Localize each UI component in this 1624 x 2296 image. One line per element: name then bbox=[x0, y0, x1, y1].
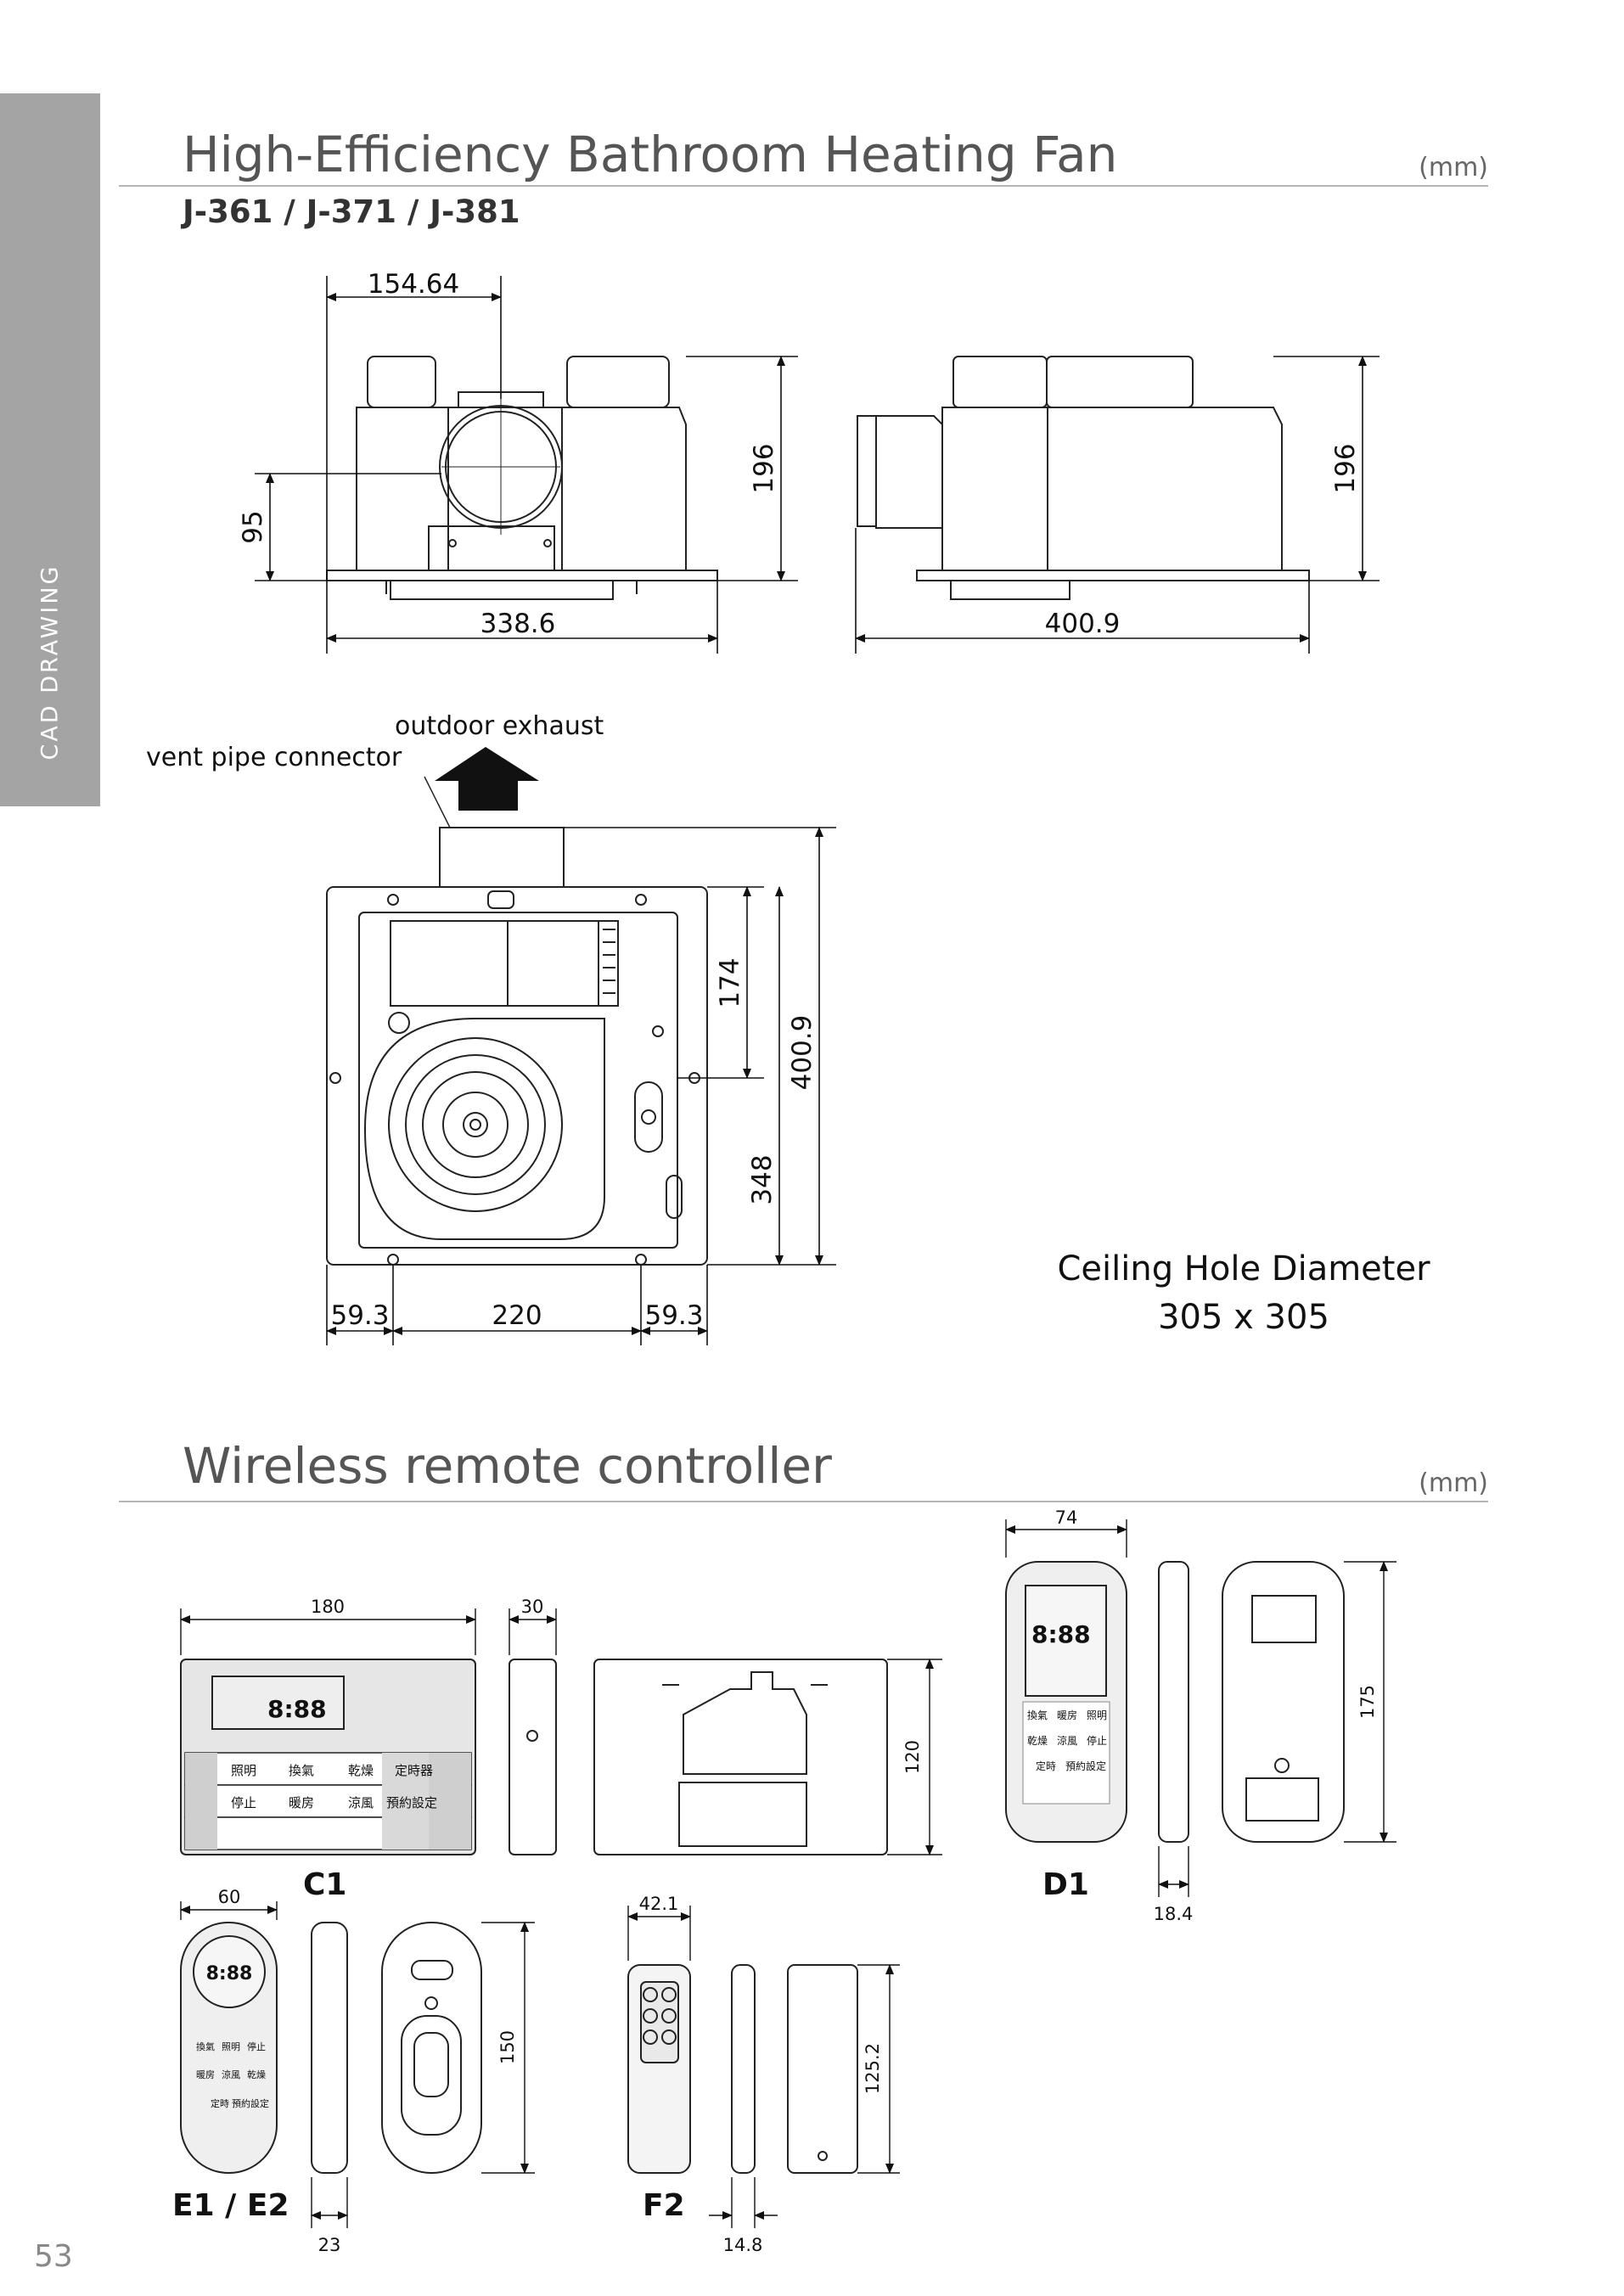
d1-btn-6: 停止 bbox=[1087, 1734, 1107, 1747]
e-btn-1: 換氣 bbox=[196, 2041, 215, 2052]
d1-btn-3: 照明 bbox=[1087, 1709, 1107, 1721]
unit-label-remote: (mm) bbox=[1419, 1468, 1488, 1498]
f2-dim-depth: 14.8 bbox=[723, 2235, 763, 2255]
d1-dimension-lines bbox=[1005, 1519, 1396, 1897]
e-btn-8: 預約設定 bbox=[232, 2097, 269, 2109]
f2-dim-width: 42.1 bbox=[639, 1894, 679, 1914]
c1-dim-height: 120 bbox=[902, 1740, 923, 1774]
dim-bottom-mid: 220 bbox=[492, 1300, 542, 1331]
label-vent-pipe: vent pipe connector bbox=[146, 743, 402, 772]
c1-display: 8:88 bbox=[267, 1695, 327, 1723]
fan-dimension-lines bbox=[255, 276, 1380, 1345]
dim-top-348: 348 bbox=[747, 1154, 778, 1204]
e-btn-2: 照明 bbox=[222, 2041, 240, 2052]
remote-f2-back bbox=[787, 1964, 858, 2174]
f2-label: F2 bbox=[643, 2188, 685, 2223]
c1-dim-depth: 30 bbox=[521, 1597, 544, 1617]
e-label: E1 / E2 bbox=[172, 2188, 289, 2223]
e-dim-depth: 23 bbox=[318, 2235, 341, 2255]
c1-btn-ventilate: 換氣 bbox=[289, 1763, 314, 1778]
remote-c1-front bbox=[180, 1659, 476, 1855]
model-numbers: J-361 / J-371 / J-381 bbox=[183, 194, 520, 230]
f2-dimension-lines bbox=[627, 1906, 900, 2228]
dim-side-width: 400.9 bbox=[1045, 609, 1121, 639]
e-dim-width: 60 bbox=[218, 1887, 241, 1907]
dim-pipe-height: 95 bbox=[238, 510, 268, 543]
dim-top-174: 174 bbox=[715, 957, 745, 1008]
e-btn-7: 定時 bbox=[211, 2097, 229, 2109]
c1-label: C1 bbox=[303, 1867, 346, 1902]
c1-btn-heat: 暖房 bbox=[289, 1795, 314, 1810]
section-title-fan: High-Efficiency Bathroom Heating Fan bbox=[183, 126, 1118, 183]
d1-dim-height: 175 bbox=[1357, 1685, 1378, 1719]
d1-label: D1 bbox=[1042, 1867, 1089, 1902]
remote-c1-back bbox=[593, 1659, 888, 1855]
fan-top-view bbox=[326, 827, 708, 1266]
c1-btn-timer: 定時器 bbox=[395, 1763, 433, 1778]
c1-btn-stop: 停止 bbox=[231, 1795, 256, 1810]
c1-btn-lighting: 照明 bbox=[231, 1763, 256, 1778]
title-rule-fan bbox=[119, 185, 1488, 187]
page-number: 53 bbox=[34, 2239, 73, 2274]
remote-d1-back bbox=[1222, 1561, 1345, 1843]
d1-dim-depth: 18.4 bbox=[1154, 1904, 1194, 1924]
c1-btn-schedule: 預約設定 bbox=[386, 1795, 437, 1810]
section-title-remote: Wireless remote controller bbox=[183, 1437, 832, 1495]
e-dimension-lines bbox=[180, 1901, 535, 2228]
dim-front-width: 338.6 bbox=[480, 609, 556, 639]
remote-f2-front bbox=[627, 1964, 691, 2174]
label-outdoor-exhaust: outdoor exhaust bbox=[395, 711, 604, 741]
label-ceiling-hole: Ceiling Hole Diameter bbox=[1057, 1249, 1430, 1288]
unit-label-fan: (mm) bbox=[1419, 153, 1488, 182]
title-rule-remote bbox=[119, 1501, 1488, 1502]
c1-btn-dry: 乾燥 bbox=[348, 1763, 374, 1778]
d1-btn-2: 暖房 bbox=[1057, 1709, 1077, 1721]
e-btn-4: 暖房 bbox=[196, 2069, 215, 2080]
d1-dim-width: 74 bbox=[1055, 1507, 1078, 1528]
d1-btn-5: 涼風 bbox=[1057, 1734, 1077, 1747]
label-ceiling-hole-size: 305 x 305 bbox=[1158, 1298, 1329, 1337]
dim-top-4009: 400.9 bbox=[787, 1015, 818, 1091]
c1-dim-width: 180 bbox=[311, 1597, 345, 1617]
remote-d1-front bbox=[1005, 1561, 1127, 1843]
dim-bottom-right: 59.3 bbox=[644, 1300, 703, 1331]
f2-dim-height: 125.2 bbox=[863, 2043, 883, 2094]
side-tab bbox=[0, 93, 100, 806]
fan-front-view bbox=[326, 356, 718, 600]
e-display: 8:88 bbox=[206, 1963, 253, 1984]
exhaust-arrow-icon bbox=[435, 747, 539, 811]
remote-c1-side bbox=[509, 1659, 557, 1855]
d1-btn-8: 預約設定 bbox=[1065, 1760, 1106, 1772]
vent-pipe-leader bbox=[424, 776, 451, 828]
e-btn-6: 乾燥 bbox=[247, 2069, 266, 2080]
d1-btn-1: 換氣 bbox=[1027, 1709, 1048, 1721]
remote-e-back bbox=[381, 1922, 482, 2174]
remote-e-side bbox=[311, 1922, 348, 2174]
dim-front-height: 196 bbox=[749, 443, 779, 493]
c1-dimension-lines bbox=[180, 1608, 942, 1855]
remote-e-front bbox=[180, 1922, 278, 2174]
d1-btn-7: 定時 bbox=[1036, 1760, 1056, 1772]
remote-d1-side bbox=[1158, 1561, 1189, 1843]
e-btn-3: 停止 bbox=[247, 2041, 266, 2052]
dim-side-height: 196 bbox=[1330, 443, 1361, 493]
fan-side-view bbox=[857, 356, 1310, 600]
c1-btn-cool: 涼風 bbox=[348, 1795, 374, 1810]
remote-f2-side bbox=[731, 1964, 756, 2174]
d1-btn-4: 乾燥 bbox=[1027, 1735, 1048, 1747]
e-dim-height: 150 bbox=[497, 2030, 518, 2064]
dim-bottom-left: 59.3 bbox=[330, 1300, 389, 1331]
e-btn-5: 涼風 bbox=[222, 2069, 240, 2080]
d1-display: 8:88 bbox=[1031, 1620, 1091, 1648]
dim-offset-left: 154.64 bbox=[368, 269, 459, 300]
